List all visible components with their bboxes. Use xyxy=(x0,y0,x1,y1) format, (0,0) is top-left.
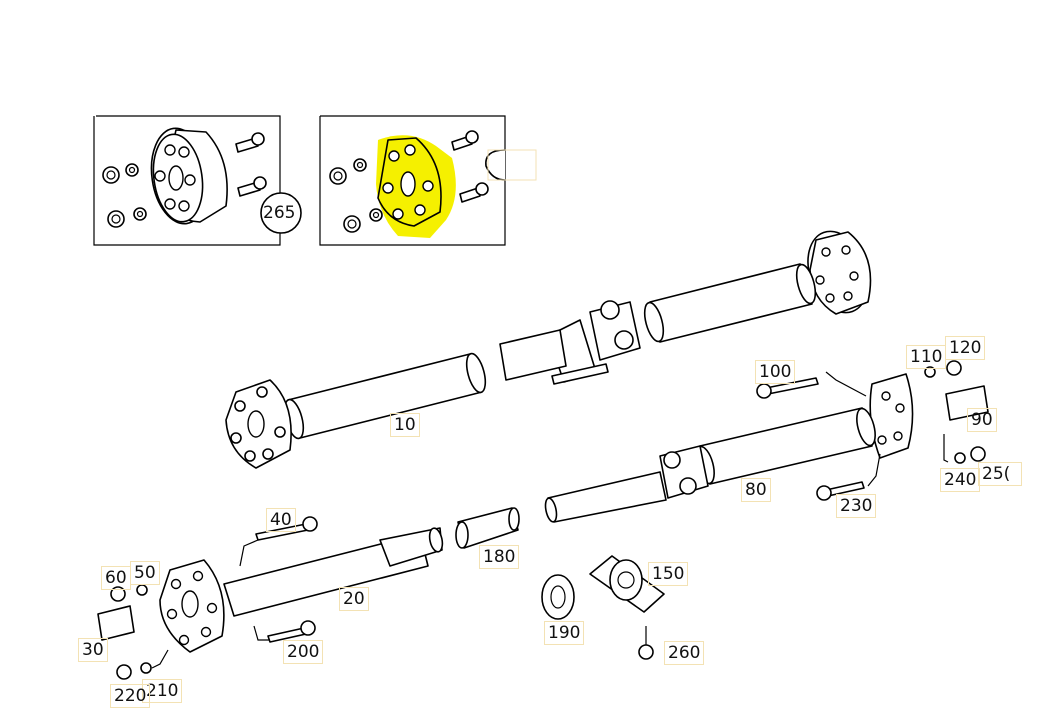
part-label-200: 200 xyxy=(283,640,324,664)
part-label-220: 220 xyxy=(110,684,151,708)
part-label-150: 150 xyxy=(648,562,689,586)
part-label-250: 25( xyxy=(978,462,1022,486)
part-label-30: 30 xyxy=(78,638,108,662)
part-label-80: 80 xyxy=(741,478,771,502)
driveshaft-assembly-10 xyxy=(225,230,872,469)
part-label-40: 40 xyxy=(266,508,296,532)
part-label-260: 260 xyxy=(664,641,705,665)
part-label-60: 60 xyxy=(101,566,131,590)
part-label-190: 190 xyxy=(544,621,585,645)
inset-box-flex-disc-highlighted xyxy=(319,115,537,246)
rear-shaft-section-80 xyxy=(544,373,914,523)
part-label-230: 230 xyxy=(836,494,877,518)
part-label-10: 10 xyxy=(390,413,420,437)
part-label-120: 120 xyxy=(945,336,986,360)
part-label-90: 90 xyxy=(967,408,997,432)
part-label-265: 265 xyxy=(263,203,296,223)
front-shaft-section-20 xyxy=(159,527,444,653)
part-label-100: 100 xyxy=(755,360,796,384)
small-parts xyxy=(97,360,989,680)
inset-box-flex-disc-kit xyxy=(93,115,302,246)
part-label-110: 110 xyxy=(906,345,947,369)
part-label-210: 210 xyxy=(142,679,183,703)
part-label-50: 50 xyxy=(130,561,160,585)
part-label-20: 20 xyxy=(339,587,369,611)
part-label-240: 240 xyxy=(940,468,981,492)
part-label-180: 180 xyxy=(479,545,520,569)
